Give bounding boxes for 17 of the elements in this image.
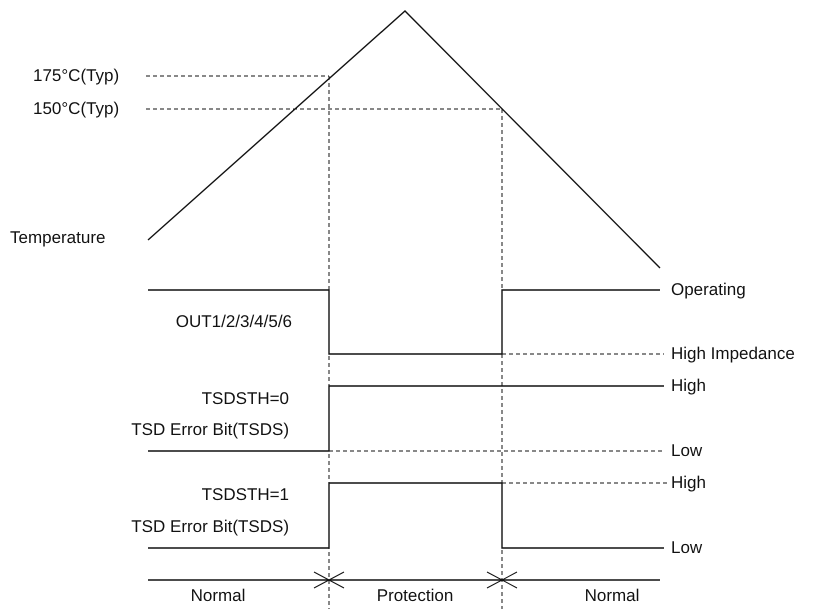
state-label: Operating: [671, 280, 746, 300]
period-label: Protection: [376, 586, 454, 606]
state-label: Low: [671, 538, 702, 558]
state-label: High: [671, 473, 706, 493]
period-label: Normal: [190, 586, 246, 606]
setting-label: TSDSTH=1: [202, 485, 289, 505]
temperature-threshold: 150°C(Typ): [33, 99, 120, 119]
signal-name: OUT1/2/3/4/5/6: [176, 312, 292, 332]
temperature-threshold: 175°C(Typ): [33, 66, 120, 86]
signal-name: Temperature: [10, 228, 106, 248]
signal-name: TSD Error Bit(TSDS): [131, 420, 289, 440]
period-label: Normal: [584, 586, 640, 606]
state-label: Low: [671, 441, 702, 461]
signal-name: TSD Error Bit(TSDS): [131, 517, 289, 537]
state-label: High Impedance: [671, 344, 795, 364]
state-label: High: [671, 376, 706, 396]
setting-label: TSDSTH=0: [202, 389, 289, 409]
